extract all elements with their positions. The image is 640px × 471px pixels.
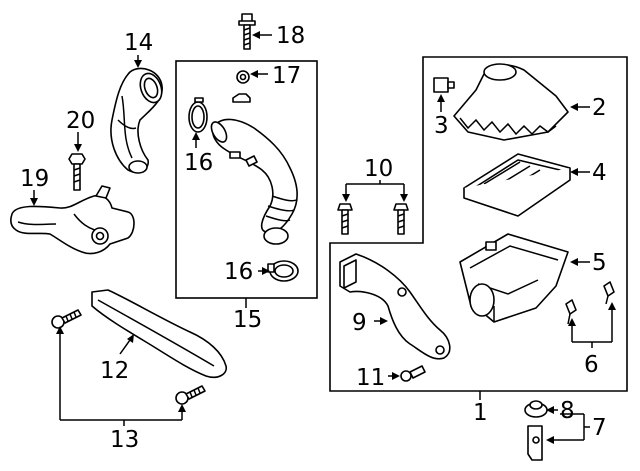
callout-16-upper: 16 <box>184 150 213 176</box>
part-20-bolt <box>68 153 86 191</box>
part-13-bolt-left <box>51 309 82 329</box>
part-10-bolt-left <box>337 203 353 235</box>
part-7-bracket <box>527 425 543 461</box>
callout-19: 19 <box>20 166 49 192</box>
leader-lines <box>30 31 616 444</box>
part-15-intake-hose <box>210 118 298 245</box>
callout-11: 11 <box>356 365 385 391</box>
callout-15: 15 <box>233 307 262 333</box>
part-14-duct <box>110 67 163 174</box>
air-cleaner-assembly-frame <box>329 56 628 392</box>
callout-10: 10 <box>364 156 393 182</box>
callout-9: 9 <box>352 310 367 336</box>
callout-16-lower: 16 <box>224 259 253 285</box>
callout-20: 20 <box>66 108 95 134</box>
callout-1: 1 <box>473 400 488 426</box>
part-19-resonator <box>10 185 135 255</box>
part-8-grommet <box>524 400 548 418</box>
part-18-bolt <box>238 13 256 50</box>
callout-3: 3 <box>434 113 449 139</box>
callout-6: 6 <box>584 352 599 378</box>
callout-14: 14 <box>124 30 153 56</box>
part-16-clamp-lower <box>267 260 299 282</box>
callout-2: 2 <box>592 95 607 121</box>
part-6-clips <box>565 281 615 325</box>
callout-5: 5 <box>592 250 607 276</box>
callout-7: 7 <box>592 415 607 441</box>
part-5-lower-housing <box>459 233 569 323</box>
part-10-bolt-right <box>393 203 409 235</box>
callout-4: 4 <box>592 160 607 186</box>
callout-12: 12 <box>100 358 129 384</box>
part-9-inlet-duct <box>339 253 451 360</box>
callout-13: 13 <box>110 427 139 453</box>
part-11-bolt <box>400 365 426 382</box>
part-4-filter-element <box>463 153 571 217</box>
part-2-housing-cover <box>453 63 569 141</box>
part-13-bolt-right <box>175 385 206 405</box>
part-3-sensor <box>433 77 455 93</box>
callout-17: 17 <box>272 63 301 89</box>
callout-18: 18 <box>276 23 305 49</box>
part-12-shield <box>91 289 228 379</box>
callout-8: 8 <box>560 398 575 424</box>
part-16-clamp-upper <box>188 97 208 133</box>
part-17-fastener <box>232 70 251 103</box>
